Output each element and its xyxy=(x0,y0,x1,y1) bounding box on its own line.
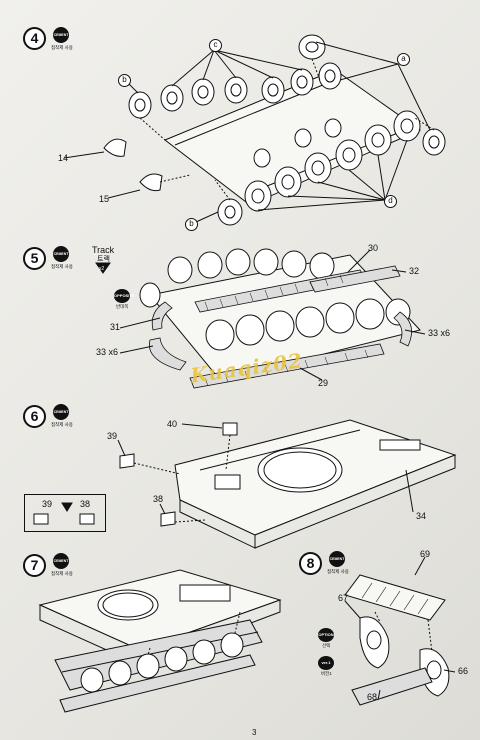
step5-part-29: 29 xyxy=(318,378,329,388)
step4-part-14: 14 xyxy=(58,153,69,163)
step8-part-68: 68 xyxy=(367,692,378,702)
step6-number: 6 xyxy=(23,405,46,428)
step4-callout-c: c xyxy=(209,39,222,52)
step5-track-drawing xyxy=(95,248,426,389)
step4-cement-caption: 접착제 사용 xyxy=(51,45,73,50)
step7-number: 7 xyxy=(23,554,46,577)
step8-cement-caption: 접착제 사용 xyxy=(327,569,349,574)
step4-callout-a: a xyxy=(397,53,410,66)
step5-part-33-left: 33 x6 xyxy=(96,347,119,357)
step5-part-32: 32 xyxy=(409,266,420,276)
step4-callout-b-bottom: b xyxy=(185,218,198,231)
step5-cement-caption: 접착제 사용 xyxy=(51,264,73,269)
step7-cement-caption: 접착제 사용 xyxy=(51,571,73,576)
step8-version-caption: 버전1 xyxy=(321,671,332,676)
step4-hull-drawing xyxy=(63,34,446,226)
step8-option-badge: OPTION xyxy=(318,628,334,642)
step5-track-label-kr: 트랙 xyxy=(97,256,110,263)
step4-number: 4 xyxy=(23,27,46,50)
step6-inset-38: 38 xyxy=(80,499,91,509)
step6-part-40: 40 xyxy=(167,419,178,429)
step4-part-15: 15 xyxy=(99,194,110,204)
step8-number: 8 xyxy=(299,552,322,575)
step8-part-69: 69 xyxy=(420,549,431,559)
step5-part-33-right: 33 x6 xyxy=(428,328,451,338)
step7-tank-drawing xyxy=(38,569,282,713)
step5-number: 5 xyxy=(23,247,46,270)
step7-wheels xyxy=(80,632,244,693)
step6-inset-39: 39 xyxy=(42,499,53,509)
upper-road-wheels xyxy=(128,34,342,119)
step4-callout-d: d xyxy=(384,195,397,208)
step6-cement-badge: CEMENT xyxy=(53,404,69,420)
step5-opposite-caption: 반대쪽 xyxy=(116,304,129,309)
step8-part-66: 66 xyxy=(458,666,469,676)
step6-inset-box xyxy=(24,494,106,532)
step8-part-67: 67 xyxy=(338,593,349,603)
step8-parts-drawing xyxy=(344,556,456,706)
step5-cement-badge: CEMENT xyxy=(53,246,69,262)
step5-part-30: 30 xyxy=(368,243,379,253)
lower-road-wheels xyxy=(217,110,446,226)
step5-part-31: 31 xyxy=(110,322,121,332)
step6-cement-caption: 접착제 사용 xyxy=(51,422,73,427)
page-number: 3 xyxy=(252,728,257,737)
step5-opposite-badge: OPPOSITE xyxy=(114,289,134,303)
step4-callout-b-top: b xyxy=(118,74,131,87)
step5-track-count: x2 xyxy=(99,266,105,272)
step5-track-label: Track xyxy=(92,245,115,255)
step7-cement-badge: CEMENT xyxy=(53,553,69,569)
step6-part-34: 34 xyxy=(416,511,427,521)
step6-part-39: 39 xyxy=(107,431,118,441)
step8-option-caption: 선택 xyxy=(322,643,331,648)
step4-cement-badge: CEMENT xyxy=(53,27,69,43)
track-wheels xyxy=(139,248,411,351)
step8-cement-badge: CEMENT xyxy=(329,551,345,567)
step8-version-badge: ver.1 xyxy=(318,656,334,670)
step6-part-38: 38 xyxy=(153,494,164,504)
step6-hull-drawing xyxy=(117,419,457,549)
